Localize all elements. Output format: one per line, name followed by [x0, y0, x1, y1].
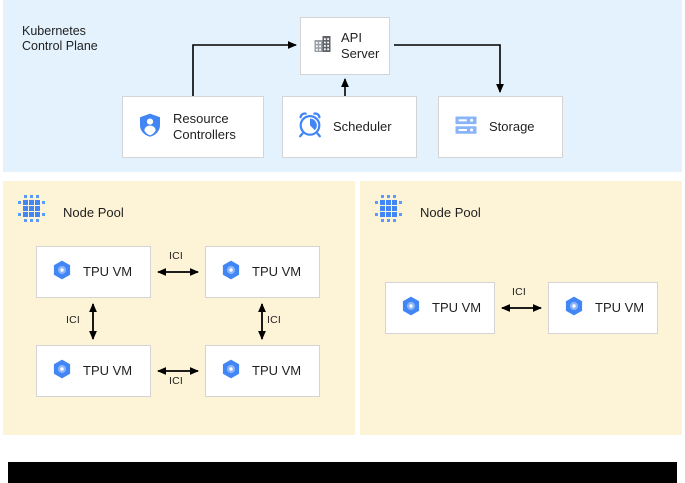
cluster-dots-icon — [373, 193, 407, 232]
tpu-vm-node[interactable]: TPU VM — [205, 246, 320, 298]
node-pool-label: Node Pool — [63, 205, 124, 220]
node-pool-header-1: Node Pool — [16, 193, 124, 232]
tpu-vm-label: TPU VM — [83, 363, 133, 378]
tpu-hexagon-icon — [51, 358, 73, 385]
tpu-hexagon-icon — [51, 259, 73, 286]
tpu-vm-node[interactable]: TPU VM — [548, 282, 658, 334]
tpu-hexagon-icon — [220, 259, 242, 286]
tpu-vm-node[interactable]: TPU VM — [385, 282, 495, 334]
tpu-vm-label: TPU VM — [432, 300, 482, 315]
tpu-hexagon-icon — [220, 358, 242, 385]
alarm-clock-icon — [297, 111, 323, 143]
tpu-vm-node[interactable]: TPU VM — [205, 345, 320, 397]
tpu-vm-label: TPU VM — [252, 363, 302, 378]
tpu-vm-label: TPU VM — [252, 264, 302, 279]
edge-label-ici: ICI — [512, 286, 527, 298]
tpu-hexagon-icon — [400, 295, 422, 322]
resource-controllers-node[interactable]: Resource Controllers — [122, 96, 264, 158]
tpu-hexagon-icon — [563, 295, 585, 322]
server-rack-icon — [453, 112, 479, 143]
tpu-vm-label: TPU VM — [83, 264, 133, 279]
node-pool-header-2: Node Pool — [373, 193, 481, 232]
storage-node[interactable]: Storage — [438, 96, 563, 158]
api-server-node[interactable]: API Server — [300, 17, 390, 75]
edge-label-ici: ICI — [66, 314, 81, 326]
edge-label-ici: ICI — [169, 375, 184, 387]
control-plane-title: Kubernetes Control Plane — [22, 24, 98, 53]
bottom-bar — [8, 462, 677, 483]
edge-label-ici: ICI — [267, 314, 282, 326]
tpu-vm-node[interactable]: TPU VM — [36, 246, 151, 298]
shield-user-icon — [137, 112, 163, 143]
api-server-label: API Server — [341, 30, 380, 61]
cluster-dots-icon — [16, 193, 50, 232]
edge-label-ici: ICI — [169, 250, 184, 262]
scheduler-node[interactable]: Scheduler — [282, 96, 417, 158]
building-icon — [313, 34, 333, 59]
scheduler-label: Scheduler — [333, 119, 392, 134]
node-pool-label: Node Pool — [420, 205, 481, 220]
storage-label: Storage — [489, 119, 535, 134]
tpu-vm-label: TPU VM — [595, 300, 645, 315]
tpu-vm-node[interactable]: TPU VM — [36, 345, 151, 397]
resource-controllers-label: Resource Controllers — [173, 111, 236, 142]
